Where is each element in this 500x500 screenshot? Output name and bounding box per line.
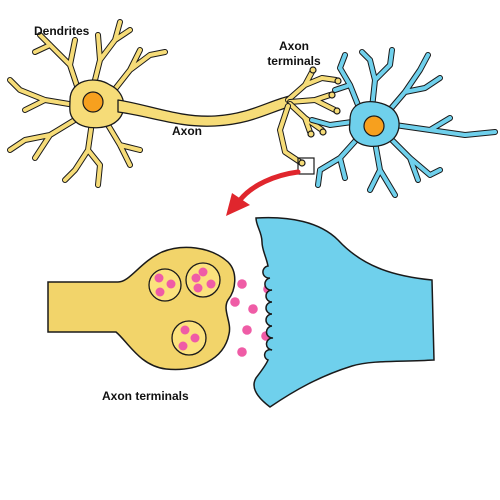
vesicle bbox=[185, 262, 221, 298]
label-dendrites: Dendrites bbox=[34, 24, 90, 38]
vesicle bbox=[148, 268, 182, 302]
presynaptic-neuron bbox=[7, 19, 342, 188]
label-axon-terminals-top-line2: terminals bbox=[267, 54, 321, 68]
postsynaptic-neuron bbox=[309, 47, 498, 198]
label-axon-terminals-top-line1: Axon bbox=[279, 39, 309, 53]
postsynaptic-spine-zoom bbox=[253, 216, 435, 408]
label-axon: Axon bbox=[172, 124, 202, 138]
presynaptic-axon bbox=[117, 95, 293, 127]
vesicle bbox=[171, 320, 207, 356]
highlight-box-icon bbox=[297, 157, 315, 175]
presynaptic-dendrites bbox=[7, 19, 168, 188]
postsynaptic-dendrites bbox=[309, 47, 498, 198]
postsynaptic-nucleus bbox=[363, 115, 385, 137]
label-axon-terminals-top: Axon terminals bbox=[262, 39, 326, 69]
arrow-icon bbox=[226, 169, 301, 216]
label-axon-terminals-bottom: Axon terminals bbox=[102, 389, 189, 403]
presynaptic-axon-terminals bbox=[277, 69, 339, 165]
terminal-knobs bbox=[298, 66, 342, 167]
presynaptic-nucleus bbox=[82, 91, 104, 113]
synaptic-vesicles bbox=[148, 262, 221, 356]
